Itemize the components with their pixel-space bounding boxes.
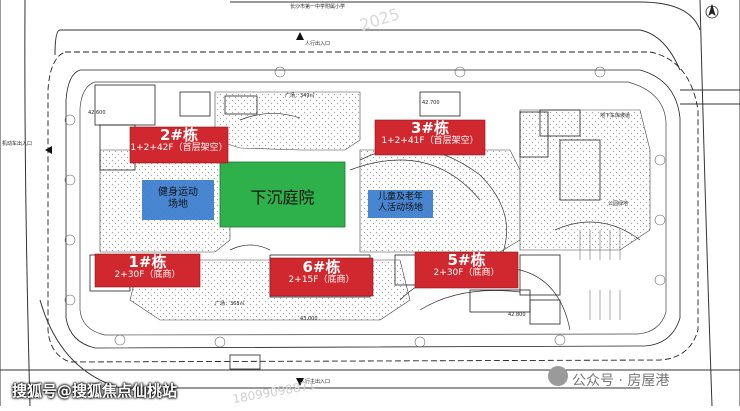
elevation-3: 43.000 xyxy=(300,316,318,322)
brand-watermark: 公众号 · 房屋港 xyxy=(572,373,670,389)
building-2-marker xyxy=(129,126,229,164)
right-ramp-label: 地下车库坡道 xyxy=(600,113,631,119)
fitness-label: 健身运动 场地 xyxy=(158,187,198,210)
left-entrance-label: 机动车出入口 xyxy=(2,141,33,147)
north-arrow-icon xyxy=(705,3,719,19)
square-top-label: 广场：349㎡ xyxy=(285,93,315,99)
road-bottom-label: 人行主出入口 xyxy=(300,379,331,385)
garden-label: 下沉庭院 xyxy=(250,188,315,207)
square-bottom-label: 广场：368㎡ xyxy=(215,301,245,307)
road-top-label: 人行出入口 xyxy=(305,41,331,47)
elevation-1: 42.600 xyxy=(88,110,106,116)
site-boundary xyxy=(47,51,699,363)
wechat-icon xyxy=(548,366,568,386)
kids-zone xyxy=(368,190,433,218)
elevation-2: 42.700 xyxy=(422,100,440,106)
garden-zone xyxy=(219,161,346,228)
building-1-marker xyxy=(94,253,201,288)
trees xyxy=(64,66,666,348)
fitness-zone xyxy=(142,180,214,220)
entrance-arrows xyxy=(45,32,304,386)
elevation-4: 42.800 xyxy=(508,312,526,318)
parking-strip xyxy=(579,230,621,320)
building-6-marker xyxy=(269,257,374,297)
kids-label: 儿童及老年 人活动场地 xyxy=(377,192,423,213)
inner-road xyxy=(65,69,681,349)
source-watermark: 搜狐号@搜狐焦点仙桃站 xyxy=(12,382,178,400)
building-3-marker xyxy=(374,119,486,156)
building-5-marker xyxy=(414,251,519,289)
right-park-label: 公园绿地 xyxy=(608,201,629,207)
top-school-label: 长沙市第一中学附属小学 xyxy=(290,4,346,10)
